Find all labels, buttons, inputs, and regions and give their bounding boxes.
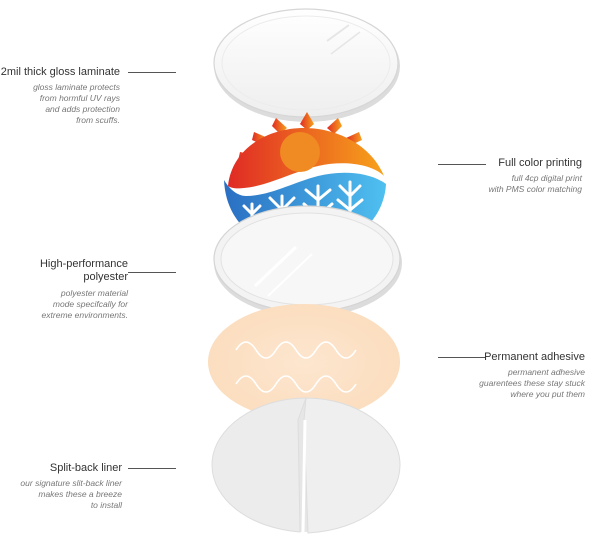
printing-description: full 4cp digital print with PMS color ma… [430, 173, 582, 195]
desc-line: makes these a breeze [38, 489, 122, 499]
adhesive-label: Permanent adhesive permanent adhesive gu… [430, 351, 585, 400]
leader-line [128, 72, 176, 73]
laminate-label: 2mil thick gloss laminate gloss laminate… [0, 66, 120, 126]
adhesive-title: Permanent adhesive [484, 351, 585, 363]
desc-line: extreme environments. [41, 310, 128, 320]
printing-label: Full color printing full 4cp digital pri… [430, 157, 582, 195]
desc-line: to install [90, 500, 122, 510]
leader-line [128, 272, 176, 273]
polyester-layer [213, 205, 402, 317]
leader-line [128, 468, 176, 469]
desc-line: our signature slit-back liner [20, 478, 122, 488]
laminate-layer [213, 8, 400, 122]
desc-line: guarentees these stay stuck [479, 378, 585, 388]
polyester-label: High-performance polyester polyester mat… [0, 258, 128, 321]
desc-line: and adds protection [45, 104, 120, 114]
adhesive-layer [208, 304, 400, 420]
leader-line [438, 357, 486, 358]
desc-line: mode specifcally for [52, 299, 128, 309]
title-line: polyester [83, 271, 128, 283]
laminate-title: 2mil thick gloss laminate [0, 66, 120, 78]
desc-line: where you put them [510, 389, 585, 399]
title-line: High-performance [39, 258, 128, 270]
desc-line: from hormful UV rays [39, 93, 120, 103]
desc-line: with PMS color matching [488, 184, 582, 194]
leader-line [438, 164, 486, 165]
liner-layer [211, 397, 401, 534]
liner-label: Split-back liner our signature slit-back… [0, 462, 122, 511]
desc-line: polyester material [60, 288, 128, 298]
liner-title: Split-back liner [49, 462, 122, 474]
polyester-description: polyester material mode specifcally for … [0, 288, 128, 321]
desc-line: full 4cp digital print [511, 173, 582, 183]
desc-line: permanent adhesive [507, 367, 585, 377]
printing-title: Full color printing [498, 157, 582, 169]
laminate-description: gloss laminate protects from hormful UV … [0, 82, 120, 126]
adhesive-description: permanent adhesive guarentees these stay… [430, 367, 585, 400]
polyester-title: High-performance polyester [0, 258, 128, 284]
desc-line: from scuffs. [76, 115, 120, 125]
liner-description: our signature slit-back liner makes thes… [0, 478, 122, 511]
sun-icon [228, 112, 384, 189]
desc-line: gloss laminate protects [33, 82, 120, 92]
